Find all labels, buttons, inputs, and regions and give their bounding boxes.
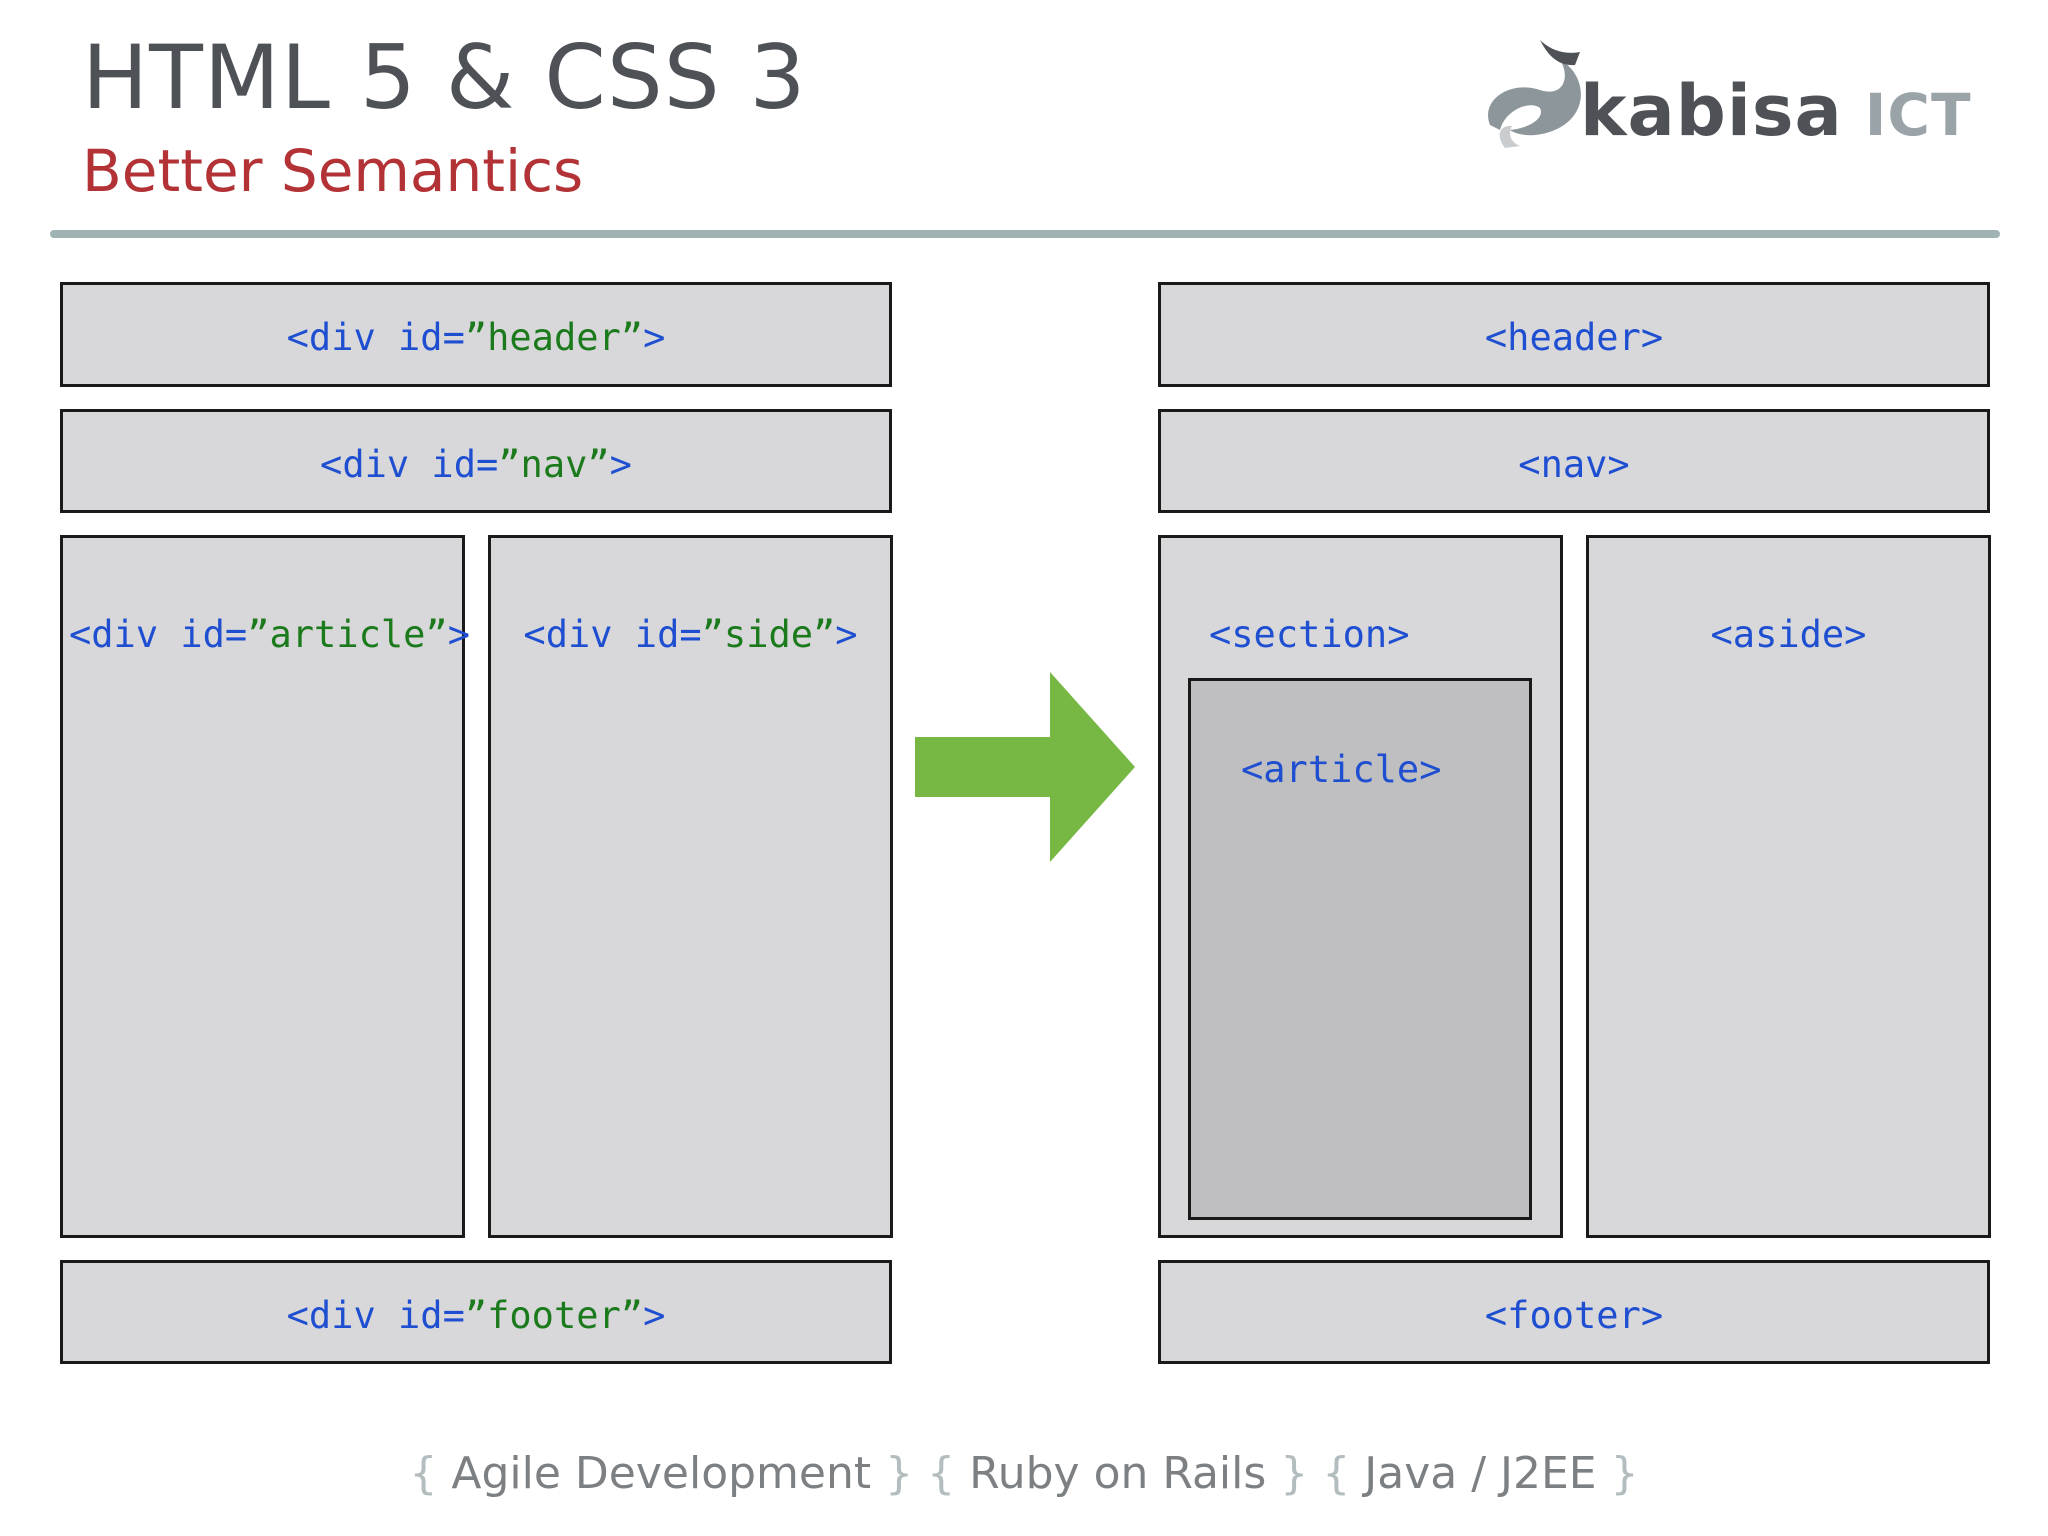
logo-name: kabisa [1580, 70, 1843, 152]
left-header-label: <div id=”header”> [286, 316, 666, 359]
left-footer-label: <div id=”footer”> [286, 1294, 666, 1337]
right-section-label: <section> [1209, 613, 1410, 656]
left-header-box: <div id=”header”> [60, 282, 892, 387]
title-divider [50, 230, 2000, 238]
slide-title: HTML 5 & CSS 3 [82, 26, 807, 129]
right-header-box: <header> [1158, 282, 1990, 387]
right-article-box: <article> [1188, 678, 1532, 1220]
tagline-item: Agile Development [451, 1448, 872, 1499]
logo-wordmark: kabisa ICT [1580, 70, 1972, 152]
right-footer-label: <footer> [1484, 1294, 1664, 1337]
right-nav-box: <nav> [1158, 409, 1990, 513]
slide-subtitle: Better Semantics [82, 137, 584, 205]
left-footer-box: <div id=”footer”> [60, 1260, 892, 1364]
right-footer-box: <footer> [1158, 1260, 1990, 1364]
transform-arrow-icon [915, 672, 1135, 862]
tagline-item: Ruby on Rails [969, 1448, 1267, 1499]
right-nav-label: <nav> [1518, 443, 1630, 486]
left-side-box: <div id=”side”> [488, 535, 893, 1238]
left-article-box: <div id=”article”> [60, 535, 470, 1238]
right-aside-label: <aside> [1710, 613, 1867, 656]
kabisa-lizard-logo-icon [1488, 40, 1581, 148]
right-header-label: <header> [1484, 316, 1664, 359]
tagline: { Agile Development } { Ruby on Rails } … [409, 1448, 1639, 1499]
left-nav-box: <div id=”nav”> [60, 409, 892, 513]
logo-suffix: ICT [1864, 81, 1972, 149]
right-aside-box: <aside> [1586, 535, 1991, 1238]
left-article-label: <div id=”article”> [69, 613, 470, 656]
right-article-label: <article> [1241, 748, 1442, 791]
left-nav-label: <div id=”nav”> [320, 443, 632, 486]
left-side-label: <div id=”side”> [523, 613, 858, 656]
tagline-item: Java / J2EE [1364, 1448, 1597, 1499]
right-section-box: <section> <article> [1158, 535, 1563, 1238]
